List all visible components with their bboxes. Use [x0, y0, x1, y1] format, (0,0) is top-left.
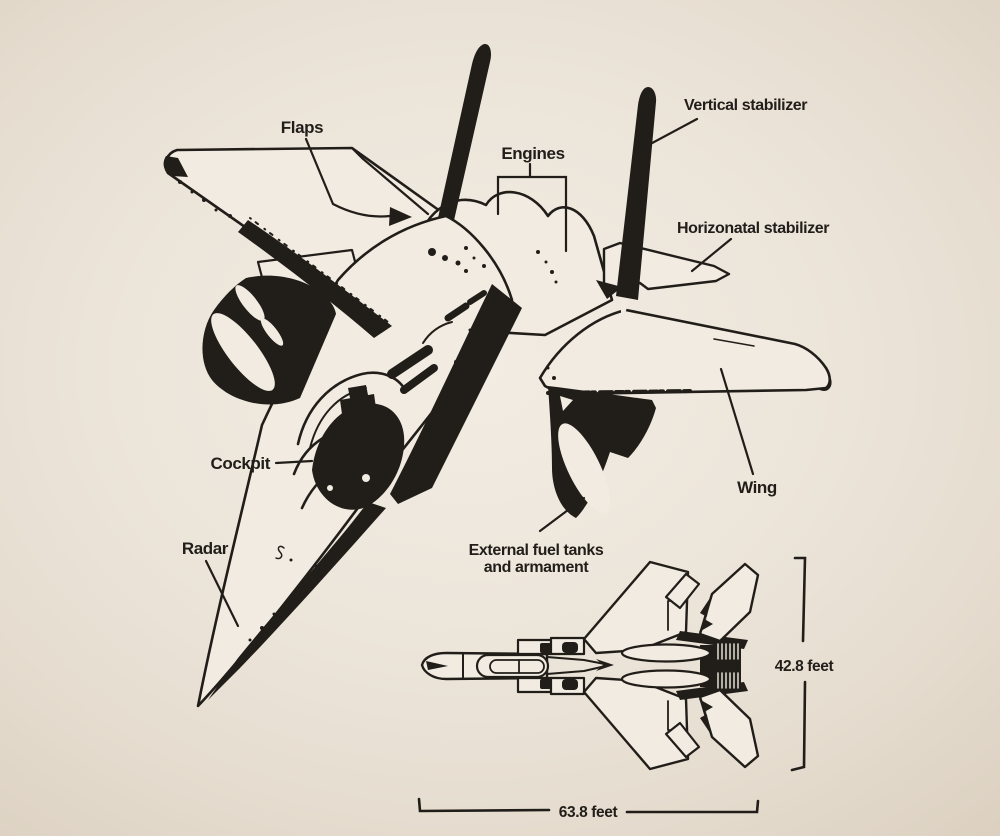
tv-nozzle-bottom [714, 672, 741, 689]
dimension-length: 63.8 feet [417, 797, 760, 821]
tv-canopy-inner [489, 659, 545, 674]
dorsal-dash-1 [444, 302, 470, 322]
engines-label: Engines [501, 144, 564, 163]
cockpit-label: Cockpit [210, 454, 270, 473]
tv-tail-bottom [664, 721, 701, 759]
tv-stab-bottom [698, 688, 760, 769]
annotations: Flaps Engines Vertical stabilizer Horizo… [182, 97, 830, 628]
radar-label: Radar [182, 539, 229, 558]
ink-speckles [178, 180, 558, 642]
tv-tail-top [664, 572, 701, 610]
cockpit-leader-line [274, 459, 314, 465]
tv-intake-top-black-1 [540, 643, 551, 653]
tv-intake-bottom-black-1 [540, 679, 551, 689]
height-bracket-bottom [790, 680, 807, 772]
nose-squiggle [275, 545, 285, 560]
canopy-frame-outer [296, 371, 406, 446]
dorsal-arc [422, 321, 453, 344]
right-wingtip-hook [818, 377, 832, 391]
dorsal-dash-2 [467, 290, 487, 305]
tv-wing-bottom [582, 676, 690, 771]
left-vertical-stabilizer [420, 44, 492, 250]
flap-panel [350, 146, 430, 216]
right-wing [538, 308, 832, 396]
vertical-stabilizer-leader-line [639, 117, 699, 151]
tv-center-vee [546, 656, 611, 675]
cockpit-canopy-shading [312, 403, 405, 510]
tv-intake-top-black-2 [562, 642, 578, 653]
right-tank-highlight [558, 423, 610, 513]
flaps-arrowhead [389, 207, 412, 226]
tv-wing-top [582, 560, 690, 655]
tv-stab-bottom-notch [699, 699, 713, 736]
windshield-line-2 [300, 466, 337, 510]
tv-center-wedge [596, 659, 614, 671]
left-wingtip-shading [163, 156, 188, 177]
right-stab-base-notch [620, 298, 629, 325]
radar-leader-line [204, 559, 240, 628]
left-fuel-tank-mass [202, 275, 336, 405]
left-wing-speckle-line [249, 217, 389, 323]
length-line-right [625, 799, 760, 814]
wing-leader-line [719, 367, 755, 476]
horizontal-stabilizer-leader-line [690, 237, 733, 273]
dimension-height: 42.8 feet [775, 556, 834, 772]
windshield-line-1 [292, 436, 325, 476]
length-line-left [417, 797, 551, 813]
right-vertical-stabilizer [616, 86, 657, 300]
spine-shading [390, 284, 522, 504]
tv-stab-top [698, 562, 760, 643]
flaps-label: Flaps [281, 118, 323, 137]
height-value: 42.8 feet [775, 658, 834, 675]
dorsal-bar-2 [400, 364, 438, 394]
canopy-glint-1 [362, 474, 370, 482]
flaps-leader-line [304, 137, 392, 218]
canopy-glint-2 [327, 485, 333, 491]
right-tank-notch [560, 396, 573, 411]
pilot-head [340, 394, 378, 428]
top-view-drawing [420, 560, 760, 771]
horizontal-stabilizer-root [596, 280, 622, 299]
tv-nozzle-mid [714, 660, 741, 672]
left-tank-highlight-2 [260, 318, 284, 346]
vertical-stabilizer-label: Vertical stabilizer [684, 97, 807, 114]
nose-edge-shading [208, 502, 386, 700]
tv-stab-top-notch [699, 595, 713, 632]
fuel-tanks-label-line2: and armament [484, 559, 590, 576]
fuel-tanks-leader-line [538, 496, 586, 533]
tv-trunk-top [620, 643, 712, 663]
right-wing-panel-line [713, 338, 755, 347]
pilot-helmet [348, 385, 369, 403]
nose-dot [289, 558, 293, 562]
tv-intake-bottom-black-2 [562, 679, 578, 690]
tv-nozzle-top [714, 643, 741, 660]
horizontal-stabilizer-label: Horizonatal stabilizer [677, 220, 829, 237]
wing-label: Wing [737, 478, 777, 497]
left-wing-root-shading [238, 220, 392, 338]
length-value: 63.8 feet [559, 804, 618, 821]
tv-nose-tick [426, 661, 448, 670]
tv-trunk-bottom [620, 669, 712, 689]
left-tank-highlight [211, 313, 275, 391]
height-bracket-top [793, 556, 807, 643]
main-jet-drawing [163, 44, 832, 708]
fuel-tanks-label-line1: External fuel tanks [469, 542, 604, 559]
engines-bracket [496, 162, 568, 253]
left-missile-highlight [235, 285, 265, 321]
dorsal-bar-1 [387, 345, 433, 379]
